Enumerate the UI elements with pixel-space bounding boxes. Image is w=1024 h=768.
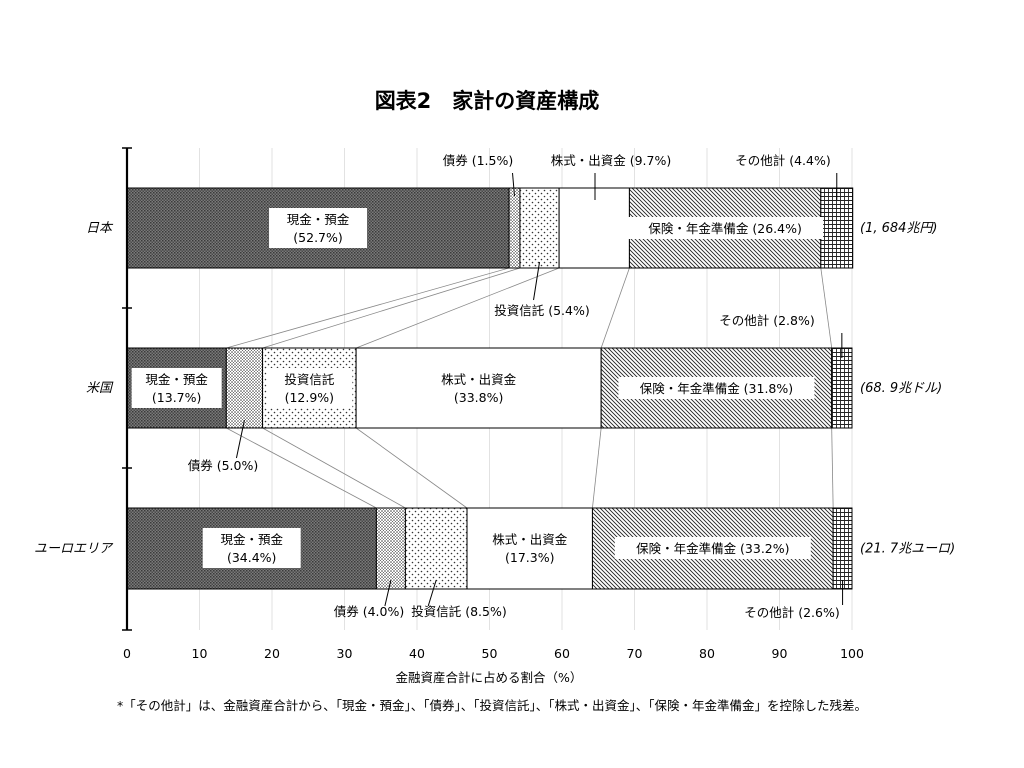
- bar-segment: [558, 187, 630, 269]
- connector-line: [226, 267, 510, 349]
- data-label: 株式・出資金: [441, 372, 517, 387]
- x-tick-label: 100: [840, 646, 864, 661]
- data-label: 現金・預金: [145, 372, 208, 387]
- bar-segment: [820, 187, 854, 269]
- data-label: (33.8%): [454, 390, 503, 405]
- connector-line: [226, 427, 377, 509]
- x-tick-label: 20: [264, 646, 280, 661]
- x-tick-label: 40: [409, 646, 425, 661]
- total-label: (1, 684兆円): [860, 221, 938, 236]
- data-label: その他計 (2.8%): [719, 313, 814, 328]
- data-label: (52.7%): [293, 230, 342, 245]
- footnote: *「その他計」は、金融資産合計から、「現金・預金」、「債券」、「投資信託」、「株…: [117, 698, 867, 713]
- category-label: 米国: [86, 381, 114, 396]
- connector-lines: [226, 267, 834, 509]
- data-label: (17.3%): [505, 550, 554, 565]
- data-label: (34.4%): [227, 550, 276, 565]
- label-box: [614, 537, 811, 559]
- data-label: 債券 (4.0%): [334, 604, 404, 619]
- category-label: 日本: [86, 221, 114, 236]
- label-box: [269, 208, 368, 248]
- callout-line: [384, 579, 392, 607]
- x-tick-label: 70: [627, 646, 643, 661]
- label-box: [266, 368, 353, 408]
- connector-line: [820, 267, 833, 349]
- connector-line: [600, 267, 630, 349]
- data-label: 現金・預金: [287, 212, 350, 227]
- chart-title: 図表2 家計の資産構成: [375, 89, 600, 113]
- x-tick-labels: 0 10 20 30 40 50 60 70 80 90 100: [123, 646, 864, 661]
- category-axis: [122, 147, 132, 631]
- callout-line: [512, 172, 516, 197]
- bar-segment: [508, 187, 521, 269]
- data-label: 投資信託: [284, 372, 335, 387]
- bar-segment: [225, 347, 264, 429]
- label-box: [627, 217, 824, 239]
- data-label: 投資信託 (8.5%): [411, 604, 506, 619]
- data-label: 現金・預金: [220, 532, 283, 547]
- data-label: 保険・年金準備金 (31.8%): [640, 381, 793, 396]
- total-label: (68. 9兆ドル): [860, 381, 942, 396]
- connector-line: [262, 267, 521, 349]
- x-tick-label: 30: [337, 646, 353, 661]
- x-tick-label: 50: [482, 646, 498, 661]
- data-label: 債券 (1.5%): [443, 153, 513, 168]
- callout-line: [427, 579, 437, 607]
- bar-segment: [355, 347, 602, 429]
- connector-line: [592, 427, 602, 509]
- bar-segment: [375, 507, 406, 590]
- data-label: その他計 (2.6%): [744, 605, 839, 620]
- connector-line: [262, 427, 406, 509]
- data-label: (13.7%): [152, 390, 201, 405]
- callout-line: [533, 261, 541, 301]
- x-tick-label: 0: [123, 646, 131, 661]
- data-label: 債券 (5.0%): [188, 458, 258, 473]
- x-tick-label: 80: [699, 646, 715, 661]
- total-label: (21. 7兆ユーロ): [860, 542, 955, 557]
- x-axis-label: 金融資産合計に占める割合（%）: [396, 670, 583, 685]
- data-label: 保険・年金準備金 (33.2%): [636, 541, 789, 556]
- data-label: 株式・出資金 (9.7%): [551, 153, 671, 168]
- label-box: [429, 368, 528, 408]
- label-box: [131, 368, 222, 408]
- data-label: 株式・出資金: [492, 532, 568, 547]
- label-box: [202, 528, 301, 568]
- bar-segment: [831, 347, 853, 429]
- bar-segment: [832, 507, 853, 590]
- label-box: [480, 528, 579, 568]
- bar-segment: [404, 507, 468, 590]
- connector-line: [355, 427, 468, 509]
- x-tick-label: 10: [192, 646, 208, 661]
- x-tick-label: 60: [554, 646, 570, 661]
- callout-line: [235, 419, 245, 459]
- category-label: ユーロエリア: [34, 542, 114, 557]
- segment-labels: 日本 (1, 684兆円) 米国 (68. 9兆ドル) ユーロエリア (21. 7兆ユーロ…: [34, 153, 955, 620]
- data-label: 保険・年金準備金 (26.4%): [648, 221, 801, 236]
- x-tick-label: 90: [772, 646, 788, 661]
- data-label: (12.9%): [285, 390, 334, 405]
- connector-line: [831, 427, 834, 509]
- bar-segment: [519, 187, 560, 269]
- data-label: 投資信託 (5.4%): [494, 303, 589, 318]
- label-box: [618, 377, 815, 399]
- connector-line: [355, 267, 560, 349]
- data-label: その他計 (4.4%): [735, 153, 830, 168]
